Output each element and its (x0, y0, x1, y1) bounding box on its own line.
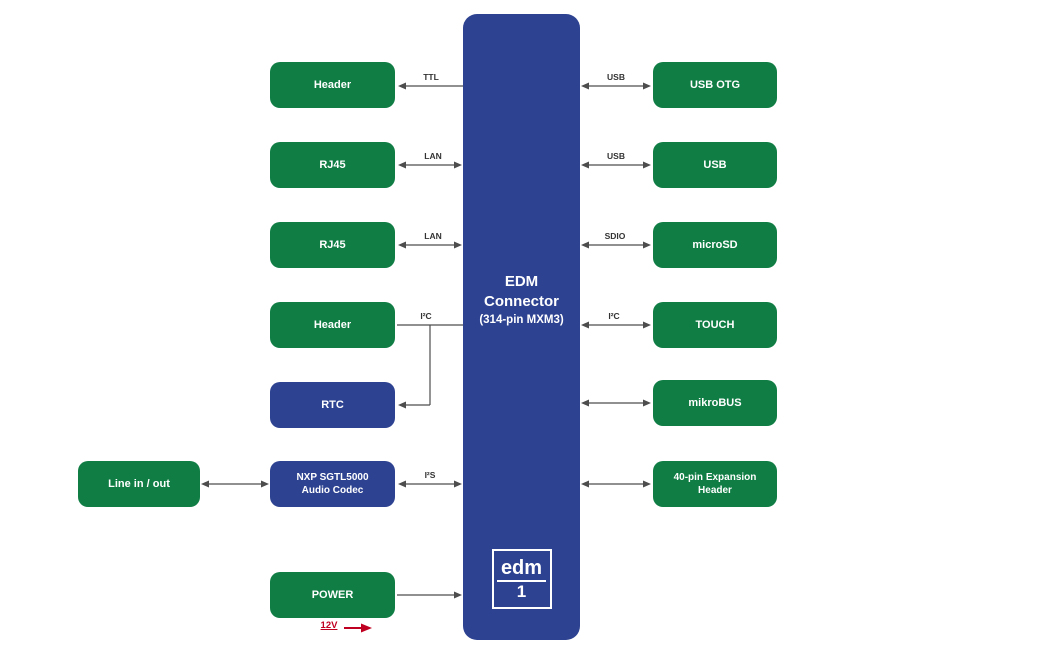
block-usb-otg-label: USB OTG (689, 78, 741, 91)
block-header-mid: Header (270, 302, 395, 348)
bus-label-i2c-left: I²C (420, 311, 432, 321)
block-expansion-header-line1: 40-pin Expansion (673, 472, 757, 483)
arrow-lan-2 (398, 241, 462, 249)
edm-logo-word: edm (496, 557, 547, 582)
bus-label-sdio: SDIO (604, 231, 626, 241)
block-touch: TOUCH (653, 302, 777, 348)
arrow-i2s (398, 480, 462, 488)
edm-connector-title: EDM Connector (314-pin MXM3) (463, 272, 580, 328)
block-audio-codec: NXP SGTL5000 Audio Codec (270, 461, 395, 507)
block-rtc: RTC (270, 382, 395, 428)
block-mikrobus-label: mikroBUS (688, 396, 742, 409)
block-audio-codec-line2: Audio Codec (301, 485, 364, 496)
block-rj45-2: RJ45 (270, 222, 395, 268)
arrow-power (397, 591, 462, 599)
block-touch-label: TOUCH (695, 318, 735, 331)
arrow-ttl (398, 82, 463, 90)
edm-connector-block: EDM Connector (314-pin MXM3) edm 1 (463, 14, 580, 640)
bus-label-usb: USB (607, 151, 625, 161)
block-rj45-1: RJ45 (270, 142, 395, 188)
block-expansion-header: 40-pin Expansion Header (653, 461, 777, 507)
arrow-usb-otg (581, 82, 651, 90)
block-line-in-out-label: Line in / out (108, 477, 170, 490)
bus-label-i2s: I²S (424, 470, 436, 480)
block-rj45-2-label: RJ45 (319, 238, 346, 251)
block-expansion-header-line2: Header (698, 485, 732, 496)
bus-i2c-left (397, 324, 463, 409)
arrow-linein-codec (201, 480, 269, 488)
arrow-usb (581, 161, 651, 169)
block-usb-otg: USB OTG (653, 62, 777, 108)
arrow-lan-1 (398, 161, 462, 169)
edm-logo-number: 1 (516, 581, 527, 601)
bus-label-lan-1: LAN (424, 151, 442, 161)
block-rj45-1-label: RJ45 (319, 158, 346, 171)
arrow-expansion (581, 480, 651, 488)
block-header-top: Header (270, 62, 395, 108)
bus-label-12v: 12V (320, 620, 338, 631)
block-audio-codec-line1: NXP SGTL5000 (296, 472, 369, 483)
block-power-label: POWER (311, 588, 354, 601)
block-mikrobus: mikroBUS (653, 380, 777, 426)
arrow-mikrobus (581, 399, 651, 407)
arrow-i2c-right (581, 321, 651, 329)
block-rtc-label: RTC (321, 398, 344, 411)
bus-label-usb-otg: USB (607, 72, 625, 82)
block-usb: USB (653, 142, 777, 188)
connector-title-line1: EDM (504, 273, 539, 290)
block-header-top-label: Header (313, 78, 352, 91)
edm-logo: edm 1 (491, 549, 552, 609)
block-usb-label: USB (703, 158, 727, 171)
arrow-sdio (581, 241, 651, 249)
block-microsd: microSD (653, 222, 777, 268)
bus-label-lan-2: LAN (424, 231, 442, 241)
block-power: POWER (270, 572, 395, 618)
block-line-in-out: Line in / out (78, 461, 200, 507)
connector-title-line3: (314-pin MXM3) (479, 314, 564, 326)
arrow-12v (344, 623, 372, 633)
bus-label-i2c-right: I²C (608, 311, 620, 321)
block-header-mid-label: Header (313, 318, 352, 331)
block-microsd-label: microSD (692, 238, 738, 251)
bus-label-ttl: TTL (423, 72, 439, 82)
connector-title-line2: Connector (484, 293, 559, 310)
